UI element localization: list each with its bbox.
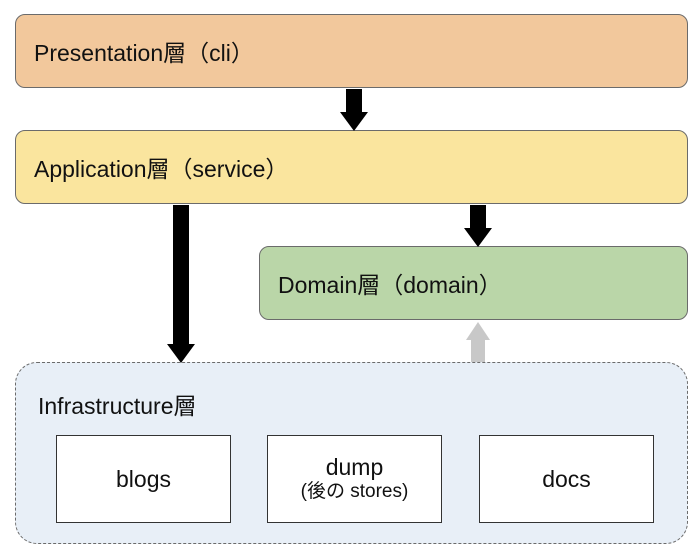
module-docs: docs [479,435,654,523]
arrow-infrastructure-to-domain [466,322,490,362]
arrow-application-to-domain [464,205,492,247]
arrow-presentation-to-application [340,89,368,131]
arrow-application-to-infrastructure [167,205,195,363]
module-dump: dump (後の stores) [267,435,442,523]
domain-layer-label: Domain層（domain） [278,272,502,298]
module-dump-label: dump [325,454,384,480]
application-layer: Application層（service） [15,130,688,204]
module-blogs: blogs [56,435,231,523]
module-dump-note: (後の stores) [300,481,409,502]
application-layer-label: Application層（service） [34,156,289,182]
infrastructure-layer: Infrastructure層 blogs dump (後の stores) d… [15,362,688,544]
presentation-layer: Presentation層（cli） [15,14,688,88]
module-docs-label: docs [542,466,591,492]
domain-layer: Domain層（domain） [259,246,688,320]
module-blogs-label: blogs [116,466,171,492]
presentation-layer-label: Presentation層（cli） [34,40,254,66]
infrastructure-layer-label: Infrastructure層 [38,393,197,419]
